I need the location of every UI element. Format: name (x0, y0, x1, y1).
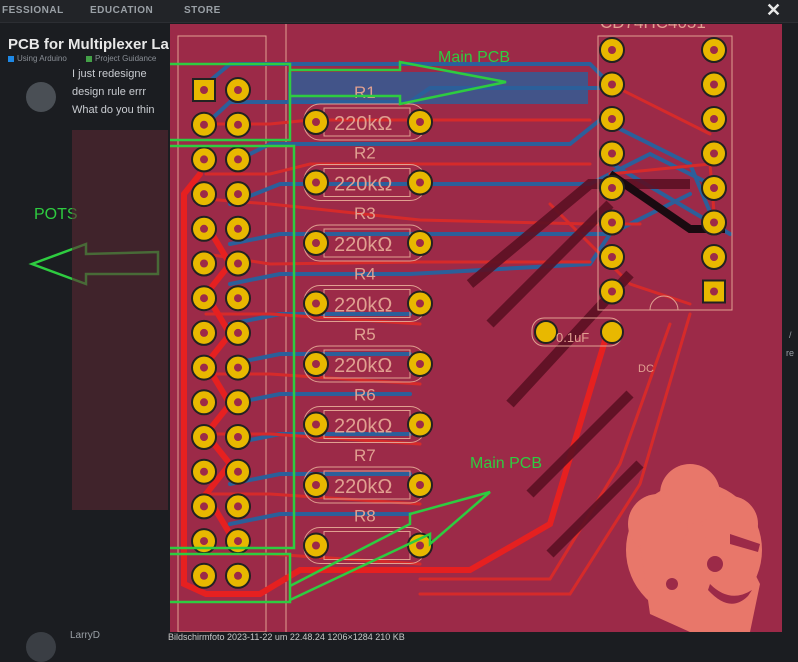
post-text-line: What do you thin (72, 104, 155, 116)
post-author-avatar[interactable] (26, 82, 56, 112)
resistor-value: 220kΩ (334, 113, 392, 135)
nav-item-professional[interactable]: FESSIONAL (2, 5, 64, 16)
annotation-pots: POTS (34, 206, 78, 223)
resistor-ref: R7 (354, 446, 376, 465)
category-badge-project-guidance[interactable]: Project Guidance (86, 54, 156, 63)
resistor-ref: R2 (354, 144, 376, 163)
resistor-value: 220kΩ (334, 416, 392, 438)
resistor-ref: R6 (354, 386, 376, 405)
resistor-value: 220kΩ (334, 476, 392, 498)
annotation-box-main-pcb-top (170, 62, 292, 142)
side-text-fragment: re (786, 348, 795, 358)
capacitor-pad (534, 320, 558, 344)
post-text-line: design rule errr (72, 86, 146, 98)
nav-item-store[interactable]: STORE (184, 5, 221, 16)
arrow-main-pcb-top (290, 60, 507, 106)
side-text-fragment: / (789, 330, 792, 340)
post-text-line: I just redesigne (72, 68, 147, 80)
resistor-value: 220kΩ (334, 174, 392, 196)
background-post-image (72, 130, 168, 510)
category-badge-using-arduino[interactable]: Using Arduino (8, 54, 67, 63)
pcb-layout-image: CD74HC4051 0.1uF DC 220kΩ R1 220kΩ R2 220kΩ R… (170, 24, 782, 632)
annotation-main-pcb-bottom: Main PCB (470, 455, 542, 472)
resistor-value: 220kΩ (334, 234, 392, 256)
arrow-main-pcb-bottom (289, 490, 491, 602)
reply-author-avatar[interactable] (26, 632, 56, 662)
annotation-main-pcb-top: Main PCB (438, 49, 510, 66)
thread-title[interactable]: PCB for Multiplexer La (8, 36, 169, 53)
capacitor-pad (600, 320, 624, 344)
annotation-box-pots (170, 144, 296, 550)
reply-author-name[interactable]: LarryD (70, 630, 101, 641)
resistor-ref: R3 (354, 204, 376, 223)
nav-item-education[interactable]: EDUCATION (90, 5, 154, 16)
resistor-value: 220kΩ (334, 295, 392, 317)
resistor-ref: R8 (354, 507, 376, 526)
ic-label: CD74HC4051 (600, 24, 706, 32)
lightbox-image-caption: Bildschirmfoto 2023-11-22 um 22.48.24 12… (168, 632, 405, 642)
annotation-box-main-pcb-bottom (170, 552, 292, 604)
dc-label: DC (638, 363, 654, 375)
site-top-nav: FESSIONAL EDUCATION STORE (0, 0, 798, 23)
face-silhouette-image (626, 464, 762, 632)
resistor-ref: R5 (354, 325, 376, 344)
capacitor-value: 0.1uF (556, 330, 589, 345)
close-icon[interactable]: ✕ (766, 0, 782, 20)
resistor-ref: R4 (354, 265, 376, 284)
resistor-ref: R1 (354, 83, 376, 102)
resistor-value: 220kΩ (334, 355, 392, 377)
